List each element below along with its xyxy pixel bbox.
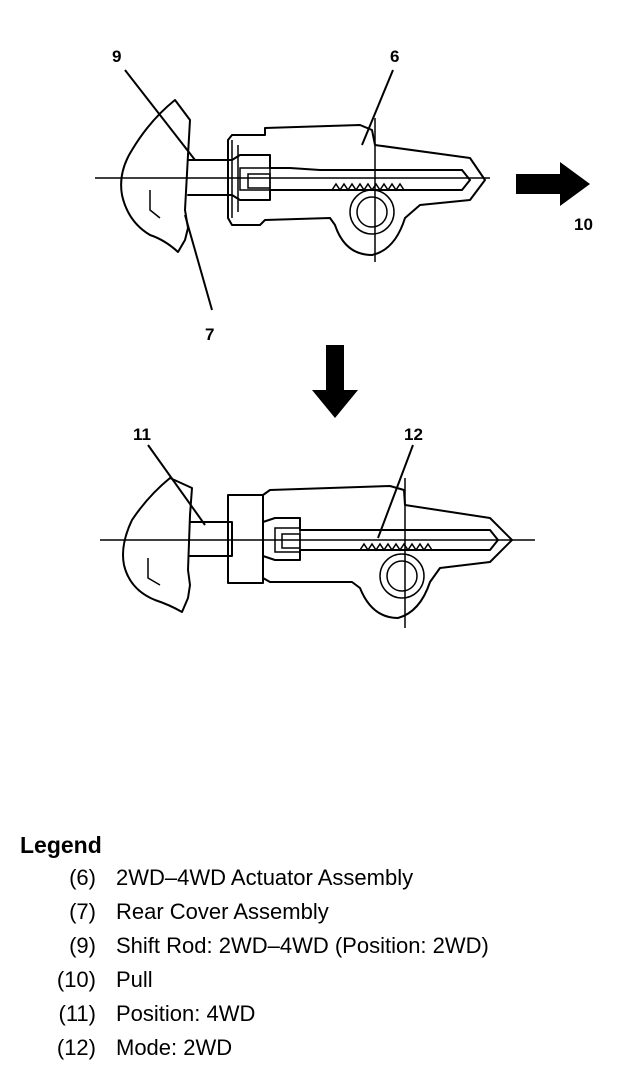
legend-label: Position: 4WD (116, 1001, 256, 1026)
pull-arrow (516, 162, 590, 206)
actuator-housing-lower (262, 485, 513, 619)
callout-12: 12 (404, 425, 423, 444)
legend: Legend (6) 2WD–4WD Actuator Assembly (7)… (20, 832, 620, 1065)
callout-7: 7 (205, 325, 214, 344)
down-arrow (312, 345, 358, 418)
flange-block (227, 494, 264, 584)
shift-rod-2wd (187, 154, 471, 201)
legend-label: Shift Rod: 2WD–4WD (Position: 2WD) (116, 933, 489, 958)
actuator-housing (227, 124, 486, 256)
legend-number: (10) (56, 967, 96, 992)
callout-6: 6 (390, 47, 399, 66)
legend-item: (6) 2WD–4WD Actuator Assembly (20, 861, 620, 895)
pinion-gear-lower (379, 553, 425, 599)
pinion-gear (349, 189, 395, 235)
legend-item: (12) Mode: 2WD (20, 1031, 620, 1065)
actuator-diagram: 9 6 10 7 11 12 (95, 47, 593, 628)
legend-title: Legend (20, 832, 102, 858)
top-assembly-2wd (95, 99, 490, 262)
legend-item: (9) Shift Rod: 2WD–4WD (Position: 2WD) (20, 929, 620, 963)
legend-number: (6) (69, 865, 96, 890)
legend-item: (10) Pull (20, 963, 620, 997)
rear-cover-casting-lower (122, 477, 193, 613)
legend-number: (7) (69, 899, 96, 924)
legend-label: 2WD–4WD Actuator Assembly (116, 865, 414, 890)
legend-label: Rear Cover Assembly (116, 899, 329, 924)
legend-item: (11) Position: 4WD (20, 997, 620, 1031)
rack-teeth (331, 182, 405, 192)
legend-number: (9) (69, 933, 96, 958)
callout-11: 11 (133, 425, 151, 444)
legend-label: Pull (116, 967, 153, 992)
legend-item: (7) Rear Cover Assembly (20, 895, 620, 929)
rear-cover-casting (120, 99, 191, 253)
bottom-assembly-4wd (100, 477, 535, 628)
rack-teeth-lower (359, 542, 433, 552)
callout-9: 9 (112, 47, 121, 66)
legend-number: (11) (58, 1001, 97, 1026)
legend-label: Mode: 2WD (116, 1035, 233, 1060)
legend-number: (12) (56, 1035, 96, 1060)
callout-10: 10 (574, 215, 593, 234)
